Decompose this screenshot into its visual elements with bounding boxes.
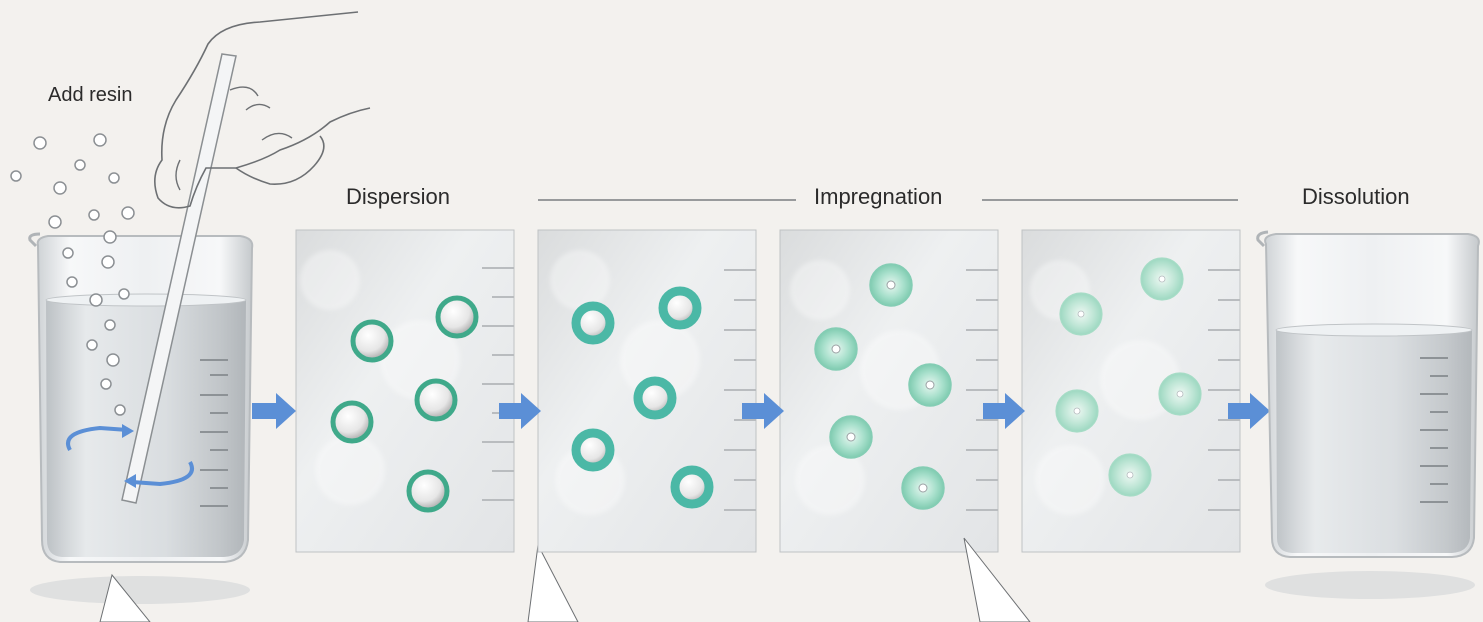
impregnation-label: Impregnation — [814, 184, 943, 209]
arrow-5 — [1228, 393, 1270, 429]
dispersion-label: Dispersion — [346, 184, 450, 209]
left-beaker — [10, 11, 371, 622]
panel-impregnation-3 — [1021, 229, 1241, 553]
panel-dispersion — [295, 229, 579, 622]
dissolution-label: Dissolution — [1302, 184, 1410, 209]
add-resin-label: Add resin — [48, 84, 133, 106]
arrow-3 — [742, 393, 784, 429]
panel-impregnation-2 — [779, 229, 1031, 622]
flow-arrows — [252, 393, 1270, 429]
arrow-1 — [252, 393, 296, 429]
panel-impregnation-1 — [537, 229, 757, 553]
arrow-4 — [983, 393, 1025, 429]
right-beaker — [1256, 230, 1480, 599]
arrow-2 — [499, 393, 541, 429]
